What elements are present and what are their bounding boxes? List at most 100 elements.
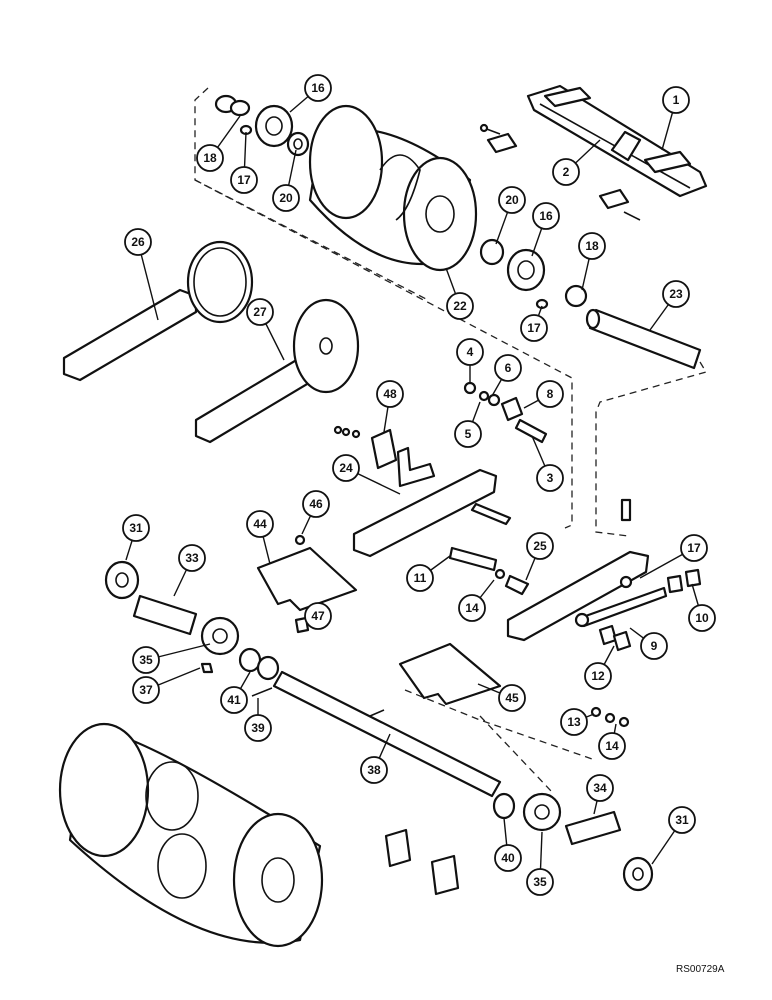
callout-label: 14: [465, 601, 479, 615]
callout-2: 2: [552, 158, 580, 186]
shaft-part: [585, 308, 702, 370]
callout-circle: [586, 774, 614, 802]
callout-circle: [304, 74, 332, 102]
callout-label: 9: [651, 639, 658, 653]
callout-35: 35: [526, 868, 554, 896]
callout-17: 17: [680, 534, 708, 562]
callout-circle: [662, 86, 690, 114]
callout-18: 18: [578, 232, 606, 260]
callout-circle: [662, 280, 690, 308]
callout-44: 44: [246, 510, 274, 538]
cover-plate-lower-part: [398, 642, 502, 706]
callout-1: 1: [662, 86, 690, 114]
callout-circle: [132, 646, 160, 674]
callout-33: 33: [178, 544, 206, 572]
callout-8: 8: [536, 380, 564, 408]
callout-34: 34: [586, 774, 614, 802]
callout-circle: [498, 186, 526, 214]
callout-circle: [304, 602, 332, 630]
bracket-part: [333, 425, 436, 488]
callout-5: 5: [454, 420, 482, 448]
callout-label: 14: [605, 739, 619, 753]
callout-circle: [122, 514, 150, 542]
callout-circle: [220, 686, 248, 714]
callout-label: 8: [547, 387, 554, 401]
callout-circle: [532, 202, 560, 230]
callout-25: 25: [526, 532, 554, 560]
callout-39: 39: [244, 714, 272, 742]
callout-label: 44: [253, 517, 267, 531]
conveyor-slat-part: [526, 84, 708, 198]
callout-circle: [244, 714, 272, 742]
callout-circle: [332, 454, 360, 482]
callout-label: 48: [383, 387, 397, 401]
callout-circle: [302, 490, 330, 518]
callout-circle: [272, 184, 300, 212]
callout-label: 24: [339, 461, 353, 475]
callout-35: 35: [132, 646, 160, 674]
callout-circle: [552, 158, 580, 186]
callout-label: 17: [527, 321, 541, 335]
callout-16: 16: [304, 74, 332, 102]
drive-assembly-left-part: [104, 560, 280, 697]
chain-link-part: [479, 123, 641, 221]
callout-41: 41: [220, 686, 248, 714]
callout-circle: [520, 314, 548, 342]
assembly-guide-lines: [194, 87, 707, 793]
callout-circle: [132, 676, 160, 704]
callout-label: 10: [695, 611, 709, 625]
callout-label: 5: [465, 427, 472, 441]
callout-13: 13: [560, 708, 588, 736]
callout-31: 31: [668, 806, 696, 834]
callout-circle: [446, 292, 474, 320]
callout-label: 23: [669, 287, 683, 301]
callout-label: 22: [453, 299, 467, 313]
idler-arm-disk-part: [194, 298, 360, 444]
callout-circle: [560, 708, 588, 736]
callout-circle: [246, 510, 274, 538]
callout-circle: [124, 228, 152, 256]
callout-label: 20: [279, 191, 293, 205]
callout-20: 20: [498, 186, 526, 214]
callout-47: 47: [304, 602, 332, 630]
callout-label: 25: [533, 539, 547, 553]
callout-circle: [536, 380, 564, 408]
drive-assembly-right-part: [492, 792, 654, 892]
callout-circle: [668, 806, 696, 834]
callout-label: 18: [585, 239, 599, 253]
callout-circle: [494, 844, 522, 872]
bolt-part: [448, 546, 530, 596]
tension-arm-part: [506, 498, 650, 642]
callout-20: 20: [272, 184, 300, 212]
callout-label: 47: [311, 609, 325, 623]
callout-label: 34: [593, 781, 607, 795]
hardware-set-part: [463, 381, 548, 444]
callout-label: 35: [533, 875, 547, 889]
callout-16: 16: [532, 202, 560, 230]
callout-label: 45: [505, 691, 519, 705]
callout-11: 11: [406, 564, 434, 592]
callout-14: 14: [458, 594, 486, 622]
callout-40: 40: [494, 844, 522, 872]
callout-circle: [526, 532, 554, 560]
callout-circle: [360, 756, 388, 784]
callout-circle: [494, 354, 522, 382]
callout-17: 17: [520, 314, 548, 342]
callout-label: 17: [687, 541, 701, 555]
figure-code: RS00729A: [676, 964, 725, 975]
callout-circle: [536, 464, 564, 492]
callout-label: 31: [129, 521, 143, 535]
callout-circle: [680, 534, 708, 562]
callout-46: 46: [302, 490, 330, 518]
callout-14: 14: [598, 732, 626, 760]
callout-label: 35: [139, 653, 153, 667]
callout-23: 23: [662, 280, 690, 308]
flange-bearing-part: [254, 104, 310, 157]
callout-label: 20: [505, 193, 519, 207]
callout-circle: [498, 684, 526, 712]
idler-arm-band-part: [62, 240, 254, 382]
callout-label: 41: [227, 693, 241, 707]
callout-label: 27: [253, 305, 267, 319]
